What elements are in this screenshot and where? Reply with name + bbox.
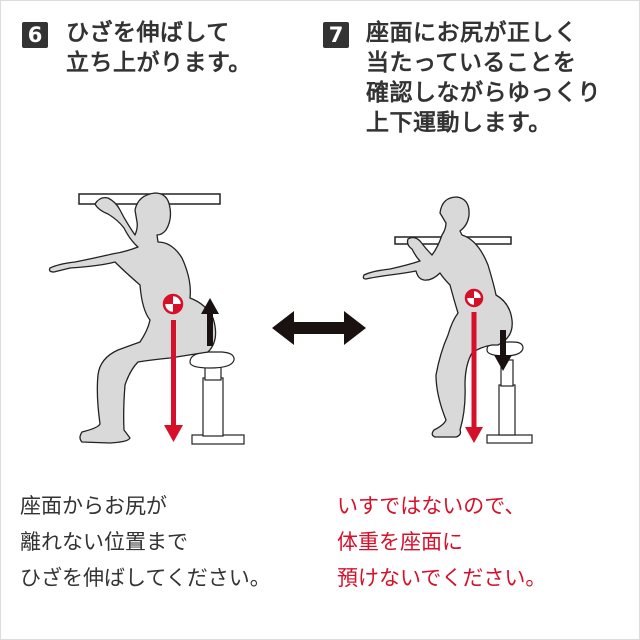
step-6-instruction: ひざを伸ばして 立ち上がります。 (66, 18, 252, 78)
double-arrow-icon (272, 311, 366, 345)
caption-line: 預けないでください。 (337, 566, 547, 590)
caption-line: 離れない位置まで (20, 530, 188, 554)
step-7-instruction: 座面にお尻が正しく 当たっていることを 確認しながらゆっくり 上下運動します。 (366, 18, 601, 138)
step-number-badge: 7 (323, 22, 349, 48)
caption-line: いすではないので、 (337, 494, 526, 518)
squat-illustration-left (48, 192, 245, 445)
up-arrow-icon (201, 298, 219, 346)
step-7-line: 当たっていることを (366, 50, 577, 76)
squat-illustration-right (362, 196, 533, 444)
center-of-gravity-icon (162, 293, 184, 315)
step-6-line: 立ち上がります。 (66, 50, 252, 76)
stool-icon (189, 351, 245, 445)
step-7-line: 座面にお尻が正しく (366, 20, 578, 46)
caption-right-warning: いすではないので、 体重を座面に 預けないでください。 (337, 488, 546, 596)
step-7-line: 確認しながらゆっくり (366, 80, 601, 106)
caption-line: ひざを伸ばしてください。 (20, 566, 271, 590)
step-number-badge: 6 (22, 22, 48, 48)
step-7-line: 上下運動します。 (366, 110, 552, 136)
down-arrow-icon (164, 320, 183, 442)
caption-line: 座面からお尻が (20, 494, 167, 518)
caption-line: 体重を座面に (337, 530, 463, 554)
step-6-line: ひざを伸ばして (66, 20, 230, 46)
caption-left: 座面からお尻が 離れない位置まで ひざを伸ばしてください。 (20, 488, 271, 596)
center-of-gravity-icon (464, 288, 484, 308)
stool-down-arrow-icon (494, 330, 512, 371)
down-arrow-icon (465, 312, 483, 443)
